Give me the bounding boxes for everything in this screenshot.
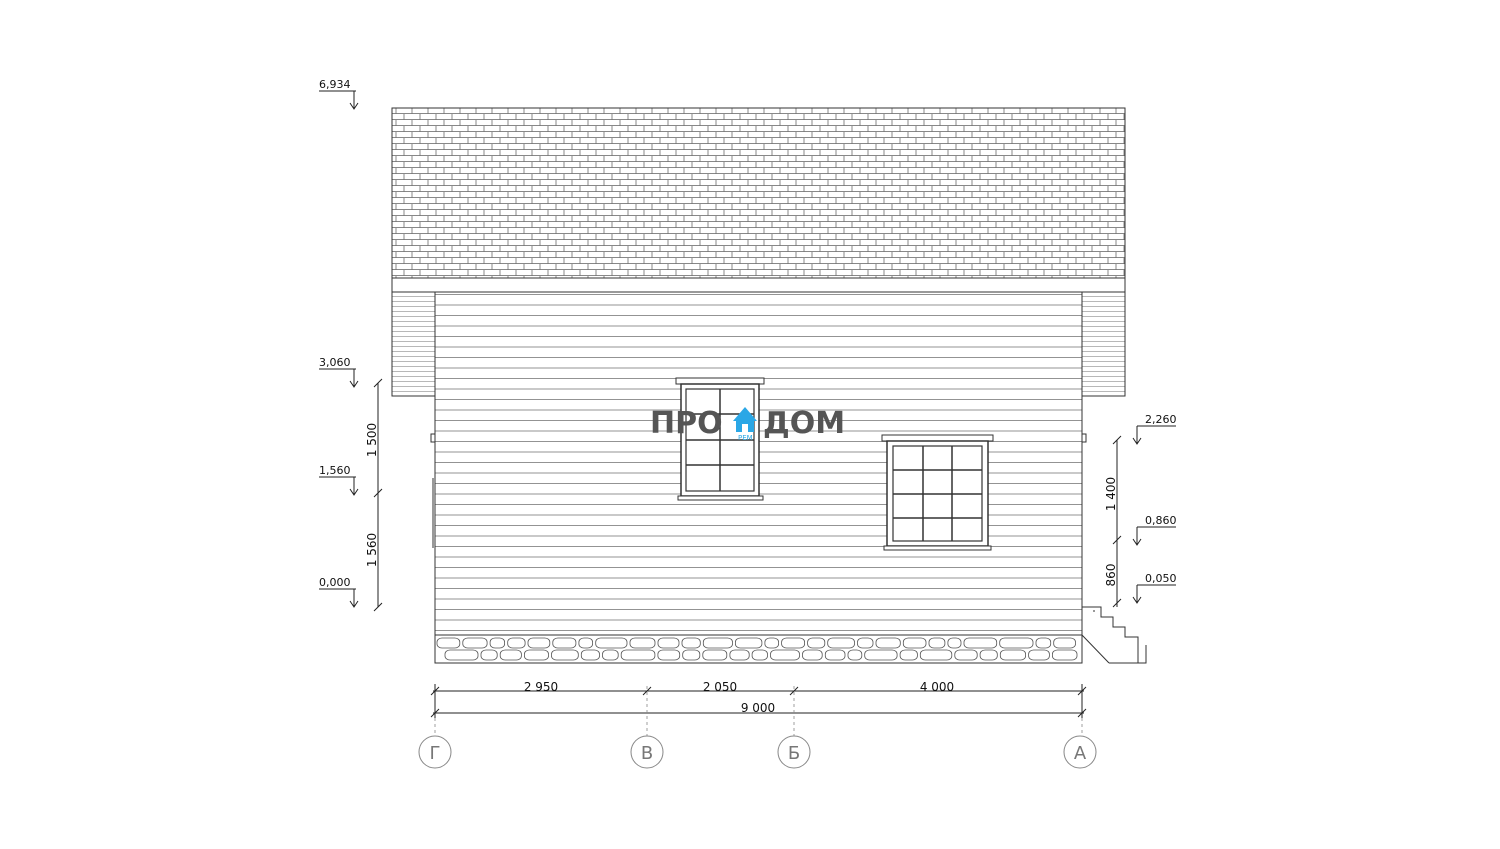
- dim-bottom-total: 9 000: [741, 701, 775, 715]
- dim-chain-bottom: [430, 684, 1087, 718]
- window-upper: [675, 377, 765, 501]
- svg-text:6,934: 6,934: [319, 78, 351, 91]
- roof-shingles: [391, 107, 1126, 279]
- svg-text:Б: Б: [788, 743, 800, 764]
- axis-bubble-b: Б: [777, 735, 811, 769]
- house-icon: [733, 407, 757, 432]
- level-mark-left-2: 1,560: [319, 464, 359, 496]
- axis-bubble-a: А: [1063, 735, 1097, 769]
- level-mark-right-0: 2,260: [1132, 413, 1177, 445]
- svg-text:3,060: 3,060: [319, 356, 351, 369]
- dim-chain-right: [1112, 435, 1122, 608]
- grid-lines: [434, 686, 1083, 736]
- eave-board: [391, 277, 1126, 293]
- svg-text:Г: Г: [430, 743, 441, 764]
- overhang-right: [1081, 291, 1126, 397]
- dim-bottom-2050: 2 050: [703, 680, 737, 694]
- svg-text:0,860: 0,860: [1145, 514, 1177, 527]
- svg-text:1,560: 1,560: [319, 464, 351, 477]
- watermark-logo: ПРО РЕМ ДОМ: [650, 406, 845, 442]
- axis-bubble-g: Г: [418, 735, 452, 769]
- dim-bottom-4000: 4 000: [920, 680, 954, 694]
- svg-text:ДОМ: ДОМ: [763, 406, 845, 441]
- window-right: [881, 434, 994, 551]
- dim-bottom-2950: 2 950: [524, 680, 558, 694]
- level-mark-right-2: 0,050: [1132, 572, 1177, 604]
- porch-stairs: [1081, 606, 1147, 664]
- foundation-stone-band: [434, 634, 1083, 664]
- svg-text:0,050: 0,050: [1145, 572, 1177, 585]
- svg-text:А: А: [1074, 743, 1087, 764]
- dim-left-1560: 1 560: [365, 533, 379, 567]
- svg-text:ПРО: ПРО: [650, 406, 723, 441]
- svg-text:В: В: [641, 743, 653, 764]
- dim-right-860: 860: [1104, 564, 1118, 587]
- level-mark-right-1: 0,860: [1132, 514, 1177, 546]
- level-mark-left-0: 6,934: [319, 78, 359, 110]
- dim-right-1400: 1 400: [1104, 477, 1118, 511]
- axis-bubble-v: В: [630, 735, 664, 769]
- svg-text:РЕМ: РЕМ: [738, 434, 753, 442]
- dim-chain-left: [373, 378, 383, 612]
- level-mark-left-3: 0,000: [319, 576, 359, 608]
- svg-text:0,000: 0,000: [319, 576, 351, 589]
- overhang-left: [391, 291, 436, 397]
- svg-text:2,260: 2,260: [1145, 413, 1177, 426]
- dim-left-1500: 1 500: [365, 423, 379, 457]
- level-mark-left-1: 3,060: [319, 356, 359, 388]
